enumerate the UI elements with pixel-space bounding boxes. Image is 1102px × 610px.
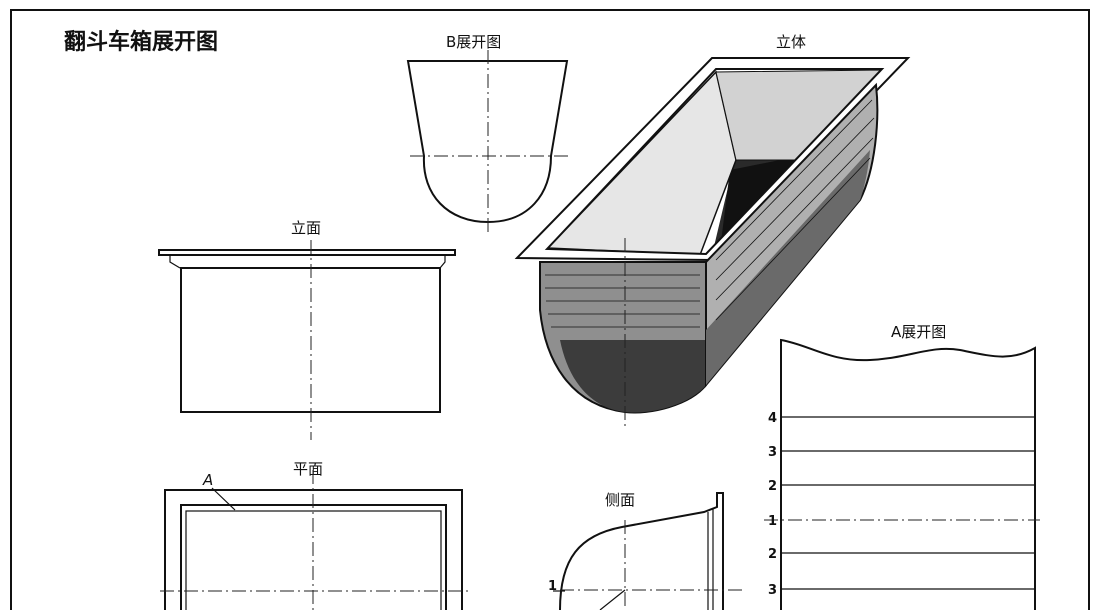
iso-rim bbox=[514, 57, 911, 262]
plan-label: 平面 bbox=[293, 460, 323, 478]
elevation-view: 立面 bbox=[158, 219, 456, 440]
a-division-label: 3 bbox=[768, 445, 777, 460]
elevation-rim-step-left bbox=[169, 255, 181, 269]
iso-front-end-dark bbox=[560, 340, 706, 413]
plan-marker-leader bbox=[211, 487, 236, 511]
plan-view: 平面 A bbox=[160, 460, 470, 610]
a-development-division-labels: 4 3 2 1 2 3 bbox=[768, 411, 777, 598]
b-development-label: B展开图 bbox=[446, 33, 501, 51]
elevation-rim bbox=[158, 249, 456, 256]
elevation-rim-step-right bbox=[439, 255, 446, 269]
a-division-label: 4 bbox=[768, 411, 777, 426]
plan-inner-edge-2 bbox=[185, 510, 442, 610]
isometric-label: 立体 bbox=[776, 33, 806, 51]
a-division-label: 2 bbox=[768, 547, 777, 562]
iso-inner-left-wall bbox=[546, 70, 737, 256]
iso-right-side-dark bbox=[706, 150, 870, 385]
a-development-view: A展开图 4 3 2 1 2 3 bbox=[764, 323, 1040, 610]
a-division-label: 1 bbox=[768, 514, 777, 529]
side-radius-line bbox=[599, 589, 626, 610]
a-development-label: A展开图 bbox=[891, 323, 946, 341]
plan-marker-a: A bbox=[202, 471, 213, 489]
a-development-outline bbox=[780, 338, 1036, 610]
sheet-border bbox=[10, 9, 1090, 610]
side-view: 侧面 1 bbox=[548, 491, 745, 610]
b-development-view: B展开图 bbox=[406, 33, 570, 235]
elevation-label: 立面 bbox=[291, 219, 321, 237]
a-division-label: 3 bbox=[768, 583, 777, 598]
a-development-division-lines bbox=[781, 416, 1035, 590]
side-marker-1: 1 bbox=[548, 579, 557, 594]
isometric-view: 立体 bbox=[514, 33, 911, 430]
iso-hatching bbox=[545, 99, 875, 328]
a-division-label: 2 bbox=[768, 479, 777, 494]
side-profile bbox=[559, 492, 724, 610]
sheet-title: 翻斗车箱展开图 bbox=[64, 29, 218, 55]
side-label: 侧面 bbox=[605, 491, 635, 509]
